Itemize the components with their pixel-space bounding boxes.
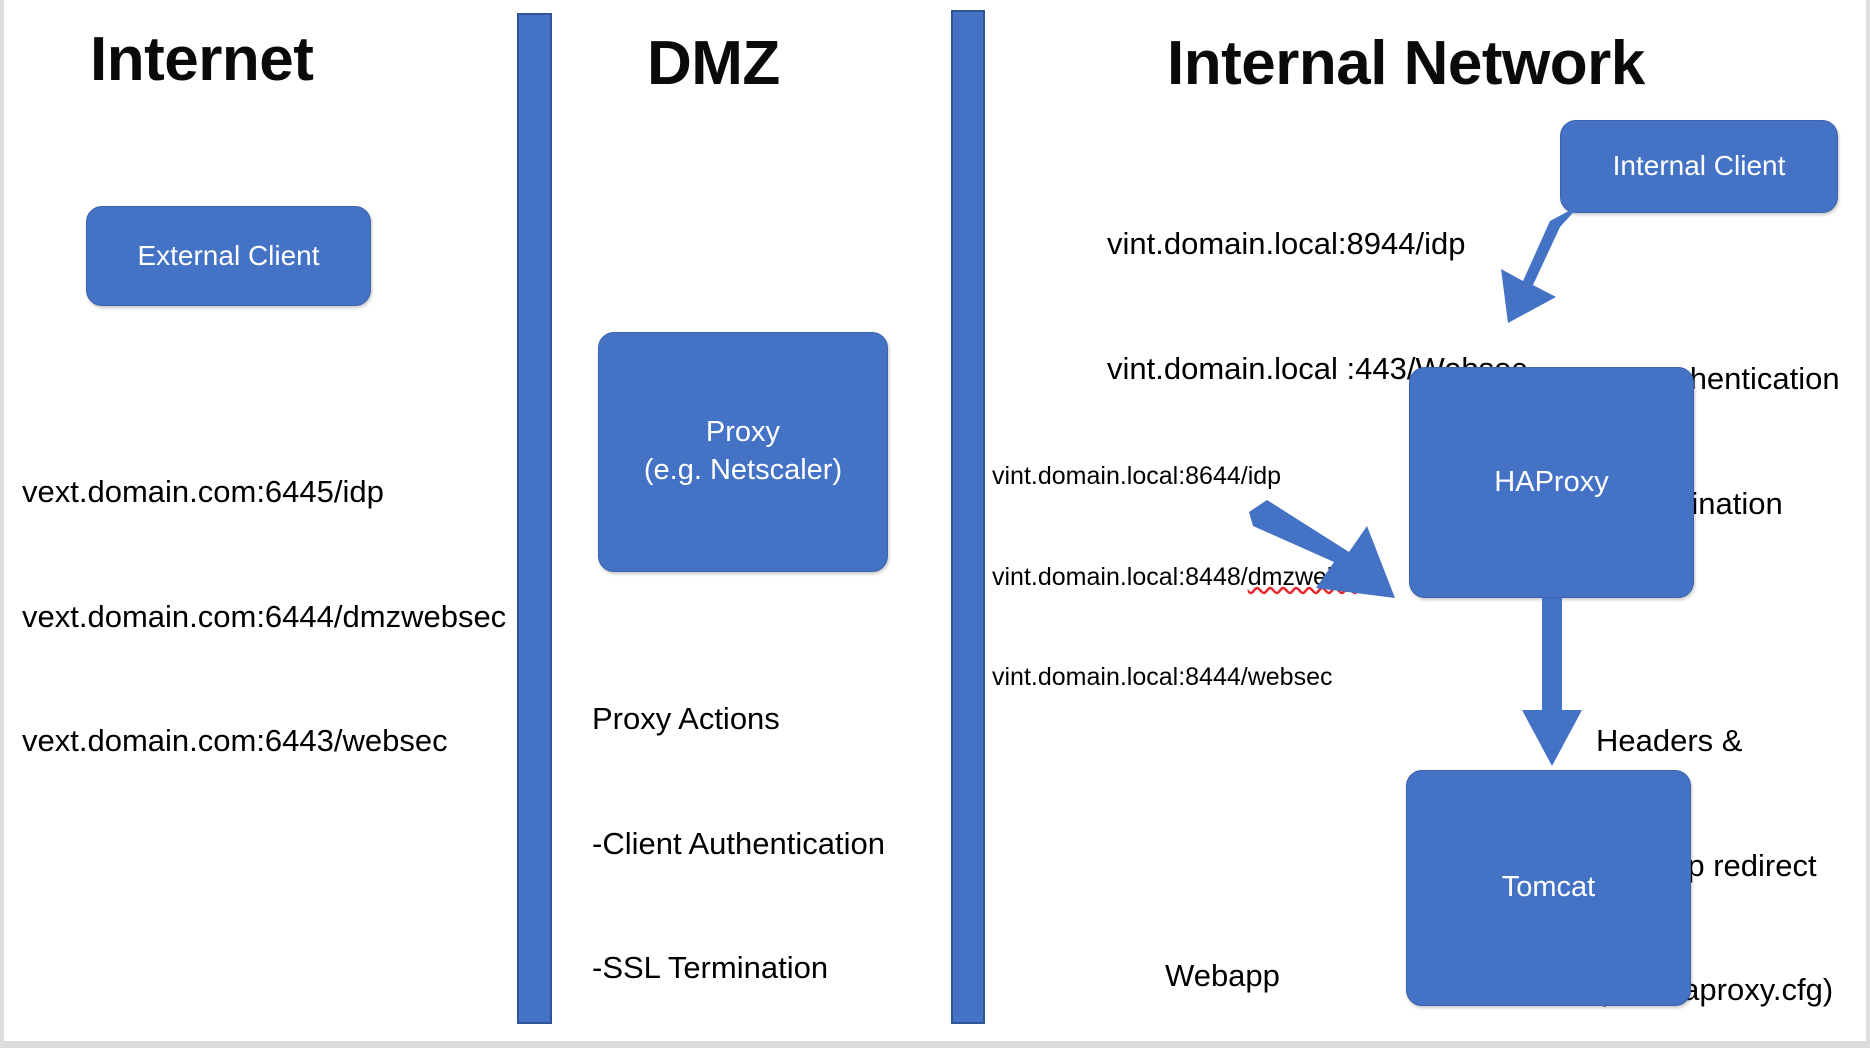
zone-divider-dmz-internal [951,10,985,1024]
zone-title-internet: Internet [90,25,314,94]
zone-title-dmz: DMZ [647,29,780,98]
arrow-endpoints-to-haproxy [1249,500,1395,598]
external-endpoint-line: vext.domain.com:6443/websec [22,723,448,759]
node-haproxy-label: HAProxy [1494,465,1609,498]
node-internal-client[interactable]: Internal Client [1560,120,1838,213]
annotation-headers-line1: Headers & [1596,723,1743,759]
arrow-haproxy-to-tomcat [1522,598,1582,766]
zone-divider-internet-dmz [517,13,552,1024]
node-tomcat-label: Tomcat [1501,871,1596,904]
haproxy-endpoint-line: vint.domain.local:8644/idp [992,462,1282,490]
node-proxy[interactable]: Proxy (e.g. Netscaler) [598,332,888,572]
external-endpoint-list: vext.domain.com:6445/idp vext.domain.com… [22,388,506,845]
annotation-webapp-line1: Webapp [1165,958,1280,994]
haproxy-endpoint-line: vint.domain.local:8444/websec [992,663,1333,691]
external-endpoint-line: vext.domain.com:6444/dmzwebsec [22,598,507,634]
arrow-internal-client-to-haproxy [1501,205,1580,323]
node-proxy-label-line1: Proxy [705,416,781,449]
node-haproxy[interactable]: HAProxy [1409,367,1694,598]
node-external-client[interactable]: External Client [86,206,371,306]
node-tomcat[interactable]: Tomcat [1406,770,1691,1006]
proxy-actions-block: Proxy Actions -Client Authentication -SS… [592,615,916,1041]
proxy-action-item: -SSL Termination [592,950,829,986]
annotation-webapp-config: Webapp configuration (See server.xml) [1165,872,1391,1041]
haproxy-endpoint-prefix: vint.domain.local:8448/ [992,562,1248,591]
node-proxy-label-line2: (e.g. Netscaler) [643,454,843,486]
proxy-action-item: -Client Authentication [592,825,885,861]
node-internal-client-label: Internal Client [1612,150,1786,182]
node-external-client-label: External Client [137,239,320,271]
external-endpoint-line: vext.domain.com:6445/idp [22,474,384,510]
proxy-actions-heading: Proxy Actions [592,701,780,737]
internal-client-endpoint-line: vint.domain.local:8944/idp [1107,226,1466,262]
zone-title-internal-network: Internal Network [1167,29,1645,98]
